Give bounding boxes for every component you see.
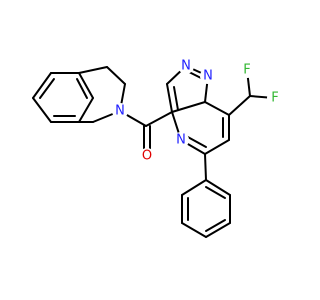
- atom-o-carbonyl: O: [139, 148, 155, 164]
- bond: [78, 97, 94, 123]
- bond: [185, 135, 207, 148]
- atom-n-pyrazole-top: N: [178, 58, 194, 74]
- atom-n-ring6: N: [112, 103, 128, 119]
- atom-label-o: O: [142, 149, 152, 164]
- bond: [39, 78, 55, 99]
- bond: [173, 86, 179, 111]
- atom-label-f: F: [243, 63, 250, 78]
- bond: [106, 66, 126, 85]
- atom-n-pyrimidine: N: [173, 132, 189, 148]
- atom-label-layer: N O N N N F F: [112, 58, 283, 164]
- bond: [181, 222, 207, 238]
- bond: [204, 101, 230, 116]
- atom-label-n: N: [181, 59, 191, 74]
- bond: [166, 83, 173, 113]
- atom-label-n: N: [176, 133, 186, 148]
- atom-n-bridge: N: [200, 68, 216, 84]
- atom-f-upper: F: [239, 62, 255, 78]
- bond: [205, 222, 231, 238]
- bond: [228, 95, 251, 116]
- bond: [76, 78, 88, 99]
- bond: [32, 72, 52, 99]
- bond: [204, 139, 230, 155]
- bond: [204, 153, 207, 181]
- bond: [205, 219, 226, 232]
- bond: [145, 111, 173, 127]
- bond: [205, 186, 226, 199]
- bond: [78, 66, 108, 74]
- atom-f-right: F: [267, 90, 283, 106]
- atom-label-n: N: [115, 104, 125, 119]
- atom-label-f: F: [271, 91, 278, 106]
- bond: [205, 179, 231, 196]
- bond: [32, 97, 52, 123]
- bond: [171, 101, 206, 113]
- bond: [78, 72, 94, 99]
- atom-label-n: N: [203, 69, 213, 84]
- bond: [181, 179, 207, 196]
- molecule-diagram: N O N N N F F: [32, 58, 283, 238]
